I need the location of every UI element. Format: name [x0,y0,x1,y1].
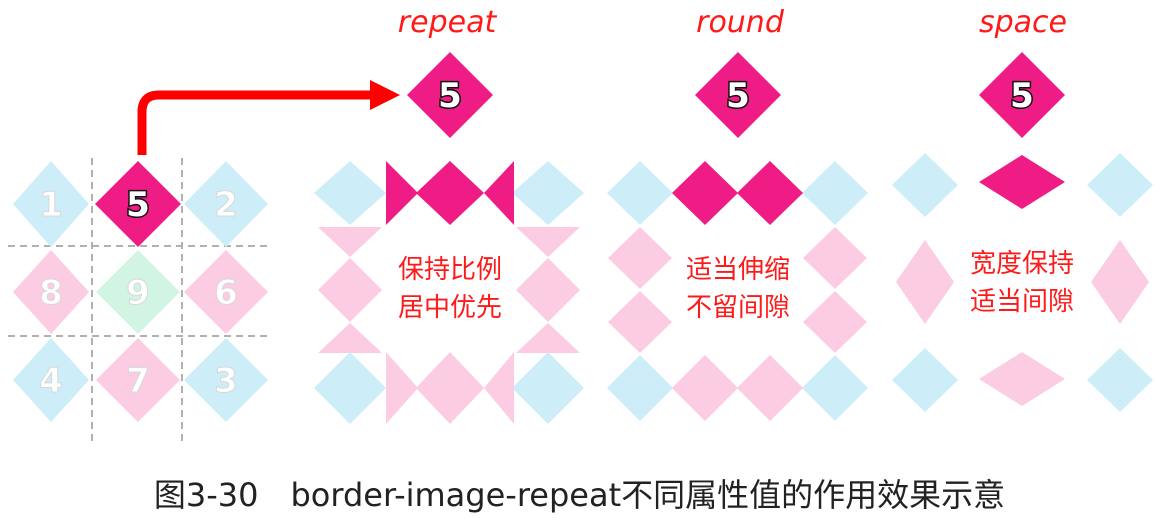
corner-diamond [512,161,584,225]
arrow-line [137,90,375,155]
panel-round: 适当伸缩 不留间隙 [607,161,868,421]
top-edge-tile [484,161,514,225]
badge-diamond [695,52,781,138]
arrow-head [370,80,400,110]
left-edge-tile [318,258,382,322]
panel-title-space: space [979,5,1067,40]
badge-repeat [407,52,493,138]
badge-label-space: 5 [1010,76,1034,116]
corner-diamond [1087,153,1153,217]
badge-label-round: 5 [726,76,750,116]
slice-label-1: 1 [39,185,63,225]
right-edge-tile [516,258,580,322]
left-edge-tile [608,227,672,289]
slice-diamond-2 [184,161,268,247]
slice-diamond-1 [13,161,89,247]
panel-title-repeat: repeat [398,5,498,40]
slice-diamond-3 [184,338,268,422]
corner-diamond [802,355,868,421]
slice-label-7: 7 [126,361,150,401]
slice-label-8: 8 [39,273,63,313]
slice-diamond-5 [95,161,181,247]
left-edge-tile [608,291,672,353]
top-edge-tile [737,161,803,225]
space-desc-line1: 宽度保持 [970,249,1074,279]
repeat-desc-line1: 保持比例 [398,255,502,285]
top-edge-tile [386,161,418,225]
top-edge-tile [416,161,484,225]
top-edge-tile [672,161,738,225]
right-edge-tile [516,323,580,353]
badge-round [695,52,781,138]
slice-diamond-8 [13,250,89,334]
panel-repeat: 保持比例 居中优先 [314,161,584,424]
slice-label-6: 6 [214,273,238,313]
corner-diamond [314,161,386,225]
right-edge-tile [803,291,867,353]
corner-diamond [892,153,958,217]
bottom-edge-tile [416,352,484,424]
space-desc-line2: 适当间隙 [970,287,1074,317]
right-edge-tile [516,227,580,257]
slice-diamond-7 [96,338,180,422]
slice-label-2: 2 [214,185,238,225]
corner-diamond [1087,348,1153,412]
badge-diamond [979,52,1065,138]
right-edge-tile [803,227,867,289]
slice-label-3: 3 [214,361,238,401]
arrow-connector [137,80,400,155]
corner-diamond [802,161,868,225]
corner-diamond [512,352,584,424]
bottom-edge-tile [672,355,738,421]
left-edge-tile [318,323,382,353]
left-edge-tile [896,240,954,324]
round-desc-line2: 不留间隙 [686,293,790,323]
round-desc-line1: 适当伸缩 [686,255,790,285]
bottom-edge-tile [484,352,514,424]
bottom-edge-tile [737,355,803,421]
badge-label-repeat: 5 [438,76,462,116]
figure-caption: 图3-30 border-image-repeat不同属性值的作用效果示意 [153,476,1006,514]
right-edge-tile [1091,240,1149,324]
left-edge-tile [318,227,382,257]
slice-diamond-6 [184,250,268,334]
panel-title-round: round [696,5,785,40]
badge-diamond [407,52,493,138]
slice-label-9: 9 [126,273,150,313]
bottom-edge-tile [979,352,1065,406]
top-edge-tile [979,155,1065,209]
source-slice-grid: 1 5 2 8 9 6 4 7 3 [8,158,268,445]
slice-label-5: 5 [126,185,150,225]
bottom-edge-tile [386,352,418,424]
slice-diamond-9 [96,250,180,334]
slice-diamond-4 [13,338,89,422]
corner-diamond [607,161,673,225]
repeat-desc-line2: 居中优先 [398,293,502,323]
corner-diamond [314,352,386,424]
panel-space: 宽度保持 适当间隙 [892,153,1153,412]
slice-label-4: 4 [39,361,63,401]
corner-diamond [607,355,673,421]
corner-diamond [892,348,958,412]
badge-space [979,52,1065,138]
